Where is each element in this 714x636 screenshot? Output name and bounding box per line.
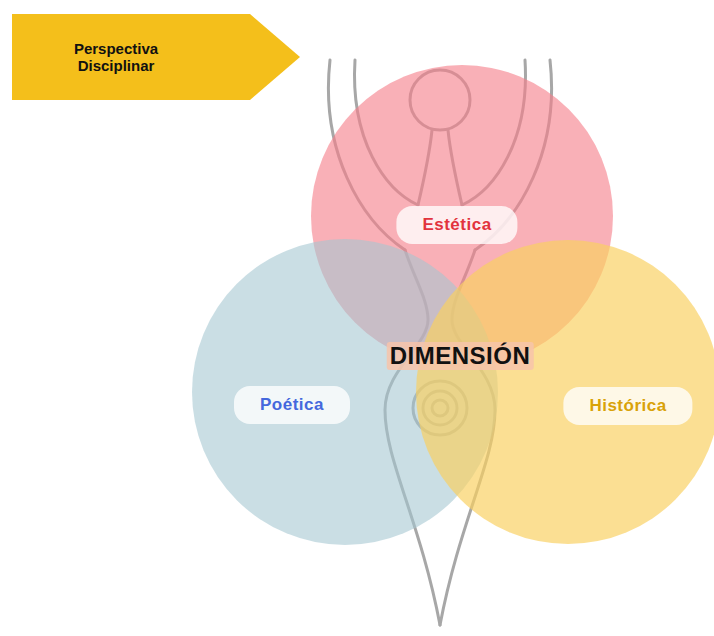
banner-title: Perspectiva Disciplinar [56, 41, 176, 74]
banner-arrow: Perspectiva Disciplinar [12, 14, 300, 100]
venn-circle: Histórica [416, 240, 714, 544]
dimension-label: Estética [396, 206, 517, 244]
banner-shape [12, 14, 300, 100]
banner-fill [12, 14, 300, 100]
center-label: DIMENSIÓN [387, 342, 534, 370]
dimension-label: Poética [234, 386, 350, 424]
dimension-label: Histórica [563, 387, 692, 425]
